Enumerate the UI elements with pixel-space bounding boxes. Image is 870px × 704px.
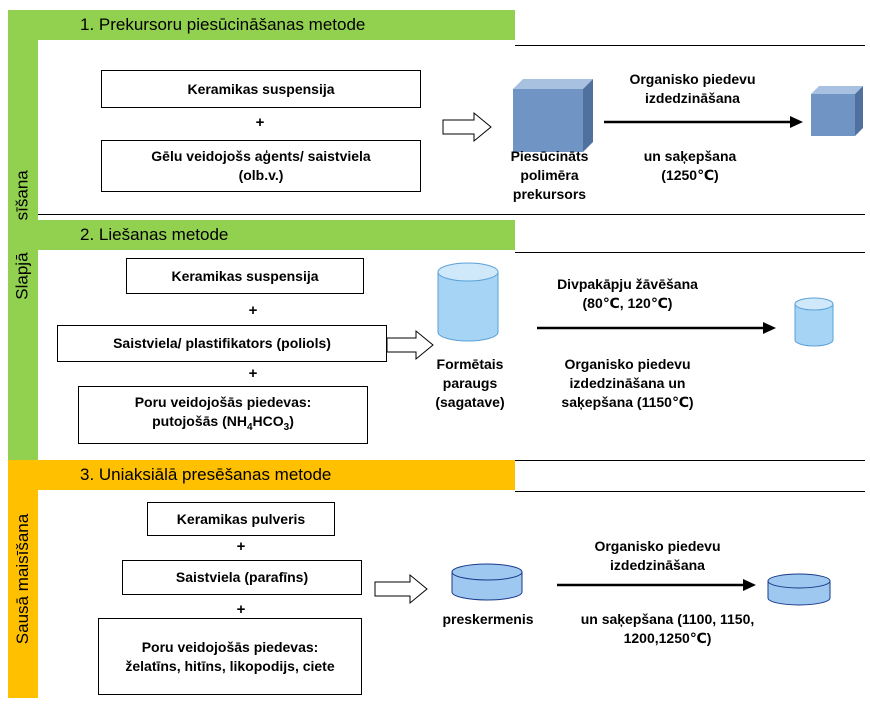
input-binder-plasticizer: Saistviela/ plastifikators (poliols) — [57, 325, 387, 362]
hollow-arrow-icon — [386, 329, 434, 361]
cube-icon — [811, 86, 863, 136]
divider — [515, 45, 865, 46]
input-ceramic-suspension: Keramikas suspensija — [101, 70, 421, 108]
plus-sign: + — [248, 365, 258, 382]
method-3-header: 3. Uniaksiālā presēšanas metode — [8, 460, 515, 490]
input-gel-agent: Gēlu veidojošs aģents/ saistviela (olb.v… — [101, 140, 421, 192]
disc-icon — [767, 573, 831, 606]
process-top-label: Organisko piedevu izdedzināšana — [594, 538, 721, 573]
method-1-header: 1. Prekursoru piesūcināšanas metode — [8, 10, 515, 40]
divider — [515, 460, 865, 461]
method-1-title: 1. Prekursoru piesūcināšanas metode — [80, 15, 366, 34]
dry-mixing-label: Sausā maisīšana — [13, 513, 32, 645]
plus-sign: + — [236, 601, 246, 618]
intermediate-label: preskermenis — [442, 611, 534, 627]
arrow-icon — [537, 322, 776, 334]
disc-icon — [451, 563, 523, 601]
dry-mixing-band — [8, 460, 38, 698]
input-binder-paraffin: Saistviela (parafīns) — [122, 560, 362, 595]
method-2-header: 2. Liešanas metode — [8, 220, 515, 250]
cylinder-icon — [437, 262, 499, 342]
input-ceramic-powder: Keramikas pulveris — [147, 502, 335, 536]
process-bottom-label: un saķepšana (1100, 1150, 1200,1250℃) — [580, 611, 755, 646]
intermediate-label: Piesūcināts polimēra prekursors — [510, 148, 589, 202]
arrow-icon — [557, 579, 756, 591]
cylinder-icon — [794, 297, 834, 347]
intermediate-label: Formētais paraugs (sagatave) — [435, 356, 505, 410]
method-2-title: 2. Liešanas metode — [80, 225, 229, 244]
divider — [515, 252, 865, 253]
arrow-icon — [604, 116, 803, 128]
input-ceramic-suspension: Keramikas suspensija — [126, 258, 364, 294]
process-bottom-label: Organisko piedevu izdedzināšana un saķep… — [561, 356, 694, 410]
method-3-title: 3. Uniaksiālā presēšanas metode — [80, 465, 332, 484]
plus-sign: + — [248, 302, 258, 319]
input-pore-forming-additives: Poru veidojošās piedevas: želatīns, hitī… — [98, 618, 362, 695]
plus-sign: + — [236, 538, 246, 555]
input-pore-forming-additives: Poru veidojošās piedevas: putojošās (NH4… — [78, 386, 368, 444]
divider — [515, 491, 865, 492]
plus-sign: + — [255, 114, 265, 131]
hollow-arrow-icon — [374, 573, 428, 605]
divider — [38, 214, 865, 215]
cube-icon — [513, 79, 593, 152]
process-top-label: Divpakāpju žāvēšana (80℃, 120℃) — [557, 276, 698, 311]
process-bottom-label: un saķepšana (1250℃) — [643, 148, 737, 183]
process-top-label: Organisko piedevu izdedzināšana — [629, 71, 756, 106]
hollow-arrow-icon — [442, 111, 492, 143]
